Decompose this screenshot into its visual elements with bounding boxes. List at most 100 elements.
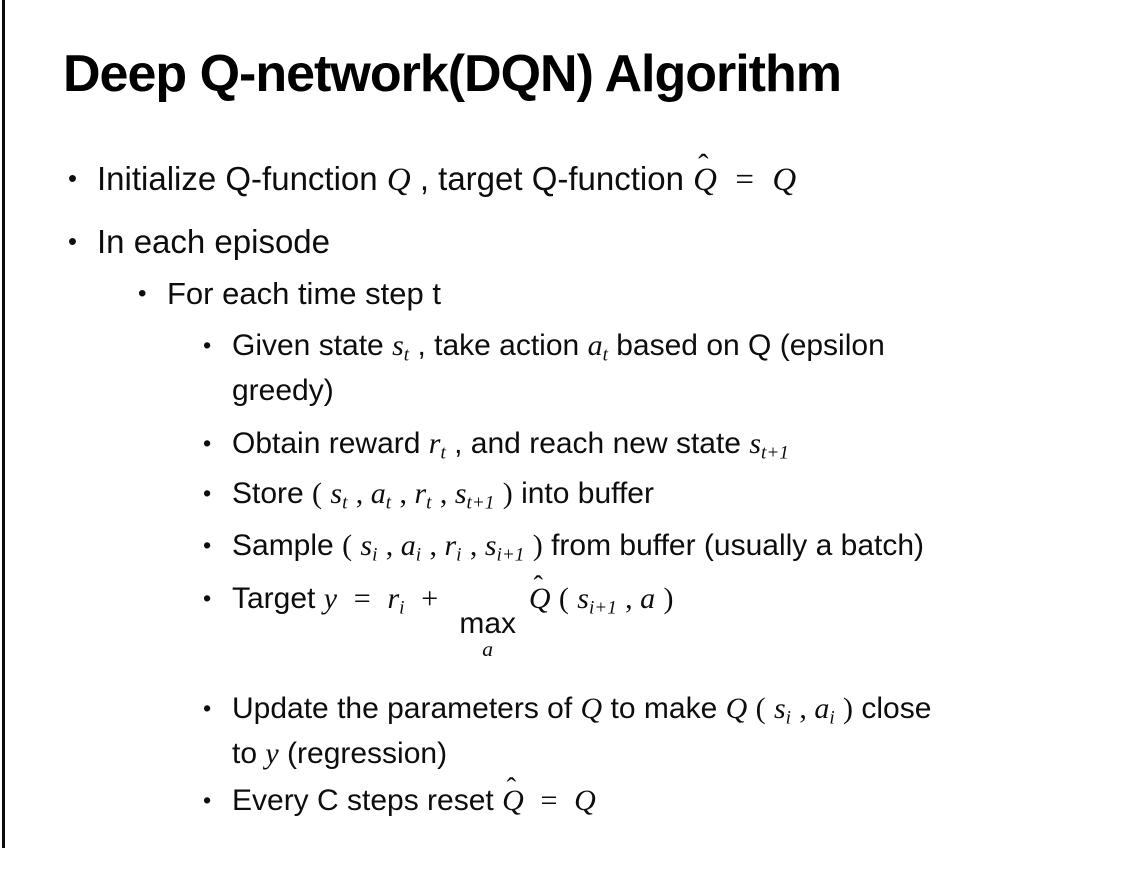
right-paren: ): [502, 477, 513, 510]
comma: ,: [625, 582, 641, 615]
comma: ,: [439, 477, 455, 510]
math-q: Q: [386, 162, 411, 198]
right-paren: ): [843, 691, 854, 725]
bullet-text: Update the parameters of Q to make Q ( s…: [232, 686, 931, 731]
left-paren: (: [558, 582, 569, 615]
bullet-in-each-episode: • In each episode: [68, 221, 1124, 263]
text-segment: Update the parameters of: [232, 691, 581, 725]
max-subscript-a: a: [482, 637, 494, 662]
math-q: Q: [528, 582, 551, 615]
left-paren: (: [755, 691, 766, 725]
math-s-i1: si+1: [577, 582, 617, 619]
math-r-i: ri: [444, 529, 462, 566]
text-segment: Target: [232, 582, 324, 615]
text-segment: (regression): [287, 736, 448, 770]
text-segment: from buffer (usually a batch): [551, 529, 925, 562]
bullet-text: to y (regression): [232, 731, 447, 776]
bullet-given-state: • Given state st , take action at based …: [203, 323, 1124, 368]
math-r-i: ri: [387, 582, 405, 619]
bullet-text: Sample ( si , ai , ri , si+1 ) from buff…: [232, 523, 924, 568]
hat-accent: ˆ: [533, 571, 543, 603]
math-s-t1: st+1: [749, 427, 789, 464]
comma: ,: [399, 477, 415, 510]
text-segment: Every C steps reset: [232, 783, 503, 817]
math-q: Q: [725, 691, 748, 725]
math-y: y: [265, 736, 279, 770]
bullet-text: greedy): [232, 374, 334, 407]
bullet-icon: •: [203, 480, 212, 506]
right-paren: ): [532, 529, 543, 562]
math-q: Q: [772, 162, 797, 198]
math-r-t: rt: [428, 427, 446, 464]
math-q: Q: [580, 691, 603, 725]
text-segment: Obtain reward: [232, 427, 429, 460]
math-a-i: ai: [814, 691, 835, 728]
math-y: y: [323, 582, 338, 615]
bullet-icon: •: [203, 786, 212, 813]
bullet-icon: •: [68, 165, 78, 193]
bullet-text: In each episode: [97, 223, 331, 260]
math-s-t: st: [392, 329, 410, 366]
math-a: a: [640, 582, 656, 615]
math-s-i: si: [773, 691, 791, 728]
text-segment: Initialize Q-function: [97, 160, 387, 197]
math-q: Q: [574, 783, 596, 817]
bullet-obtain-reward: • Obtain reward rt , and reach new state…: [203, 421, 1124, 466]
right-paren: ): [663, 582, 674, 615]
bullet-text: Store ( st , at , rt , st+1 ) into buffe…: [232, 471, 654, 516]
text-segment: , take action: [417, 329, 588, 362]
bullet-icon: •: [203, 532, 212, 558]
bullet-text: For each time step t: [167, 276, 441, 311]
bullet-icon: •: [203, 430, 212, 456]
bullet-text: Initialize Q-function Q , target Q-funct…: [97, 148, 797, 201]
bullet-text: Obtain reward rt , and reach new state s…: [232, 421, 789, 466]
line-greedy-continuation: greedy): [203, 368, 1124, 413]
left-paren: (: [312, 477, 323, 510]
math-q: Q: [693, 162, 717, 198]
text-segment: Store: [232, 477, 313, 510]
math-s-i: si: [360, 529, 378, 566]
text-segment: based on Q (epsilon: [616, 329, 885, 362]
math-q: Q: [502, 783, 524, 817]
bullet-initialize-q-functions: • Initialize Q-function Q , target Q-fun…: [68, 148, 1124, 201]
bullet-icon: •: [138, 280, 147, 307]
math-a-t: at: [370, 477, 392, 514]
bullet-icon: •: [68, 228, 78, 256]
comma: ,: [799, 691, 815, 725]
comma: ,: [429, 529, 445, 562]
text-segment: Sample: [232, 529, 343, 562]
text-segment: into buffer: [521, 477, 654, 510]
comma: ,: [469, 529, 485, 562]
text-segment: , target Q-function: [419, 160, 694, 197]
math-a-t: at: [587, 329, 608, 366]
bullet-store-into-buffer: • Store ( st , at , rt , st+1 ) into buf…: [203, 471, 1124, 516]
text-segment: to: [232, 736, 266, 770]
text-segment: close: [861, 691, 932, 725]
hat-accent: ˆ: [506, 772, 517, 804]
text-segment: Given state: [232, 329, 393, 362]
plus-sign: +: [421, 582, 439, 615]
math-s-t1: st+1: [454, 477, 495, 514]
bullet-for-each-time-step: • For each time step t: [138, 273, 1124, 315]
equals-sign: =: [353, 582, 371, 615]
bullet-icon: •: [203, 332, 212, 358]
comma: ,: [355, 477, 371, 510]
slide-left-border: [2, 0, 5, 848]
slide-body: • Initialize Q-function Q , target Q-fun…: [0, 148, 1124, 823]
bullet-icon: •: [203, 585, 212, 611]
bullet-icon: •: [203, 694, 212, 721]
equals-sign: =: [735, 162, 755, 198]
bullet-update-parameters: • Update the parameters of Q to make Q (…: [203, 686, 1124, 731]
left-paren: (: [342, 529, 353, 562]
comma: ,: [385, 529, 401, 562]
text-segment: to make: [610, 691, 726, 725]
math-s-i1: si+1: [484, 529, 525, 566]
